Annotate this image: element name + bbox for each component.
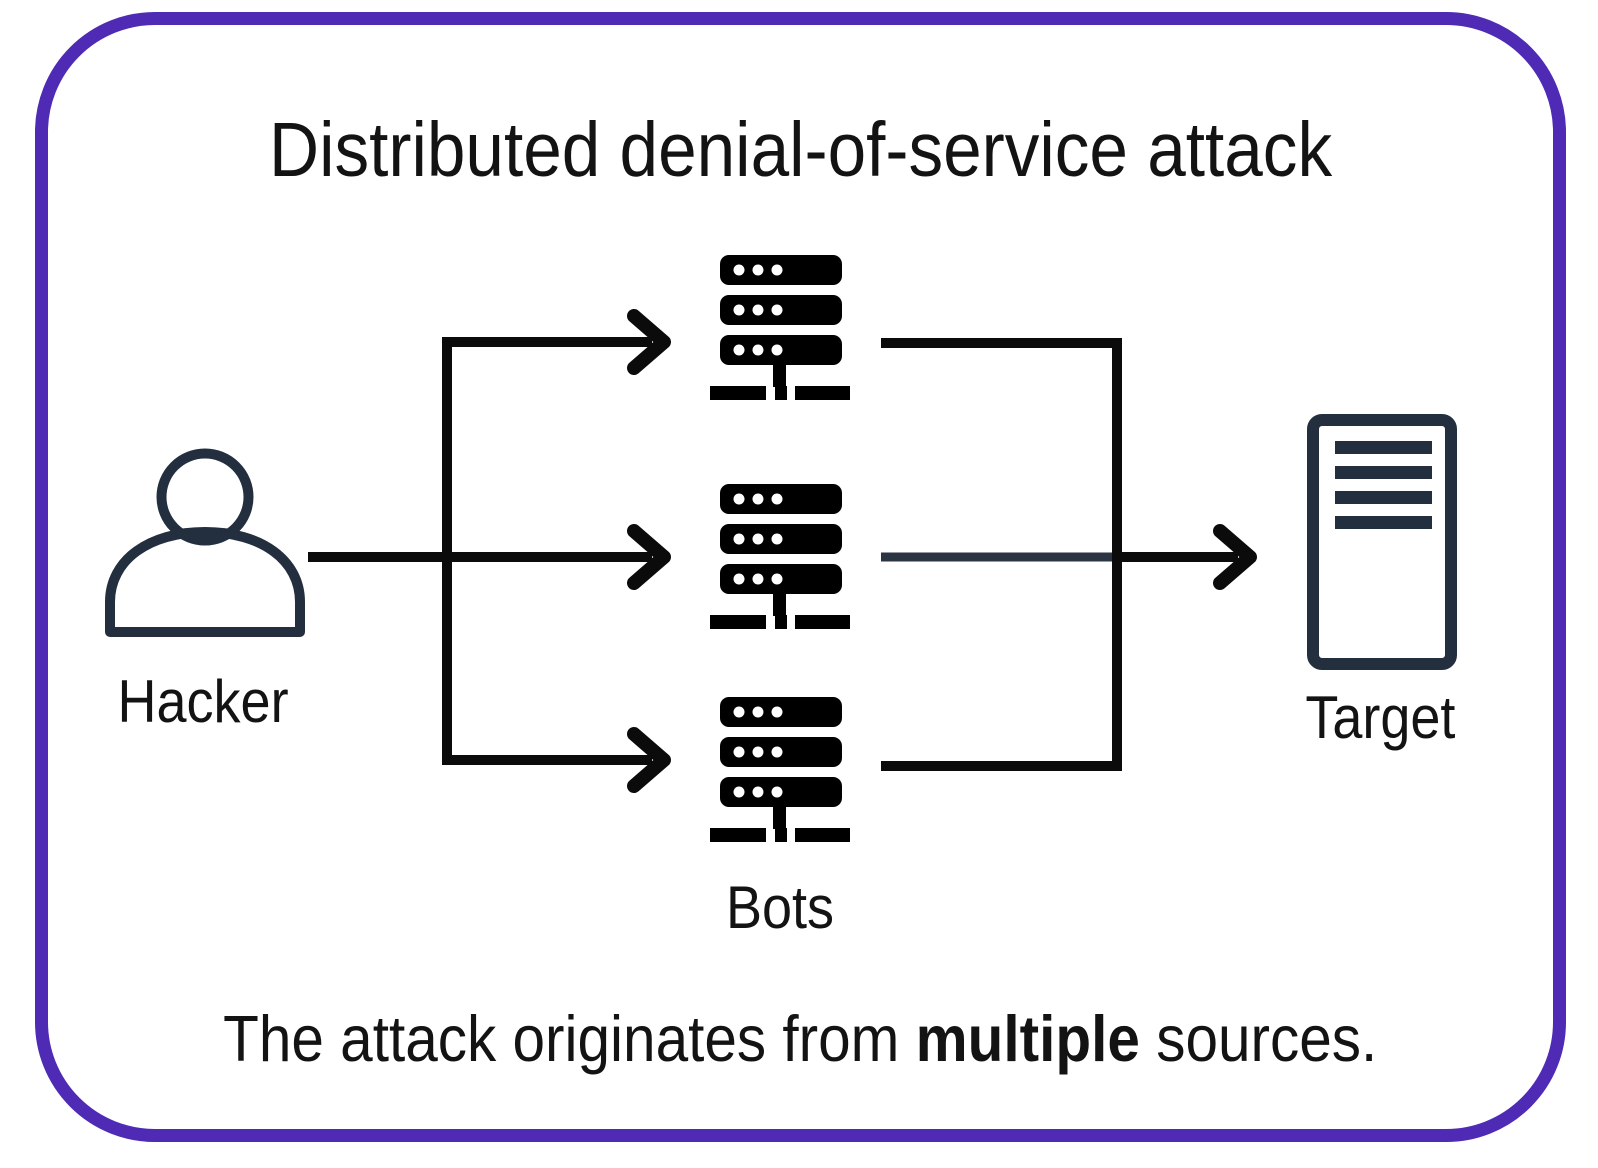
hacker-label: Hacker: [117, 668, 289, 735]
bot-server-icon-middle: [710, 484, 850, 629]
purple-rounded-border: [35, 12, 1566, 1142]
left-branch-bracket: [442, 337, 652, 765]
target-label: Target: [1304, 684, 1456, 751]
target-server-icon: [1307, 414, 1457, 670]
caption-emphasis: multiple: [915, 1002, 1141, 1075]
arrowhead-target: [1213, 524, 1257, 590]
bot-server-icon-top: [710, 255, 850, 400]
diagram-title: Distributed denial-of-service attack: [35, 108, 1566, 193]
diagram-title-text: Distributed denial-of-service attack: [268, 107, 1333, 193]
arrowhead-top-bot: [627, 309, 671, 375]
flow-arrows: [308, 309, 1257, 793]
botnet-icons: [710, 255, 850, 842]
bot-server-icon-bottom: [710, 697, 850, 842]
caption-suffix: sources.: [1140, 1002, 1378, 1075]
caption: The attack originates from multiple sour…: [35, 1002, 1566, 1077]
bots-label: Bots: [725, 874, 835, 941]
hacker-person-icon: [105, 448, 305, 637]
arrowhead-middle-bot: [627, 524, 671, 590]
arrowhead-bottom-bot: [627, 727, 671, 793]
caption-prefix: The attack originates from: [223, 1002, 916, 1075]
